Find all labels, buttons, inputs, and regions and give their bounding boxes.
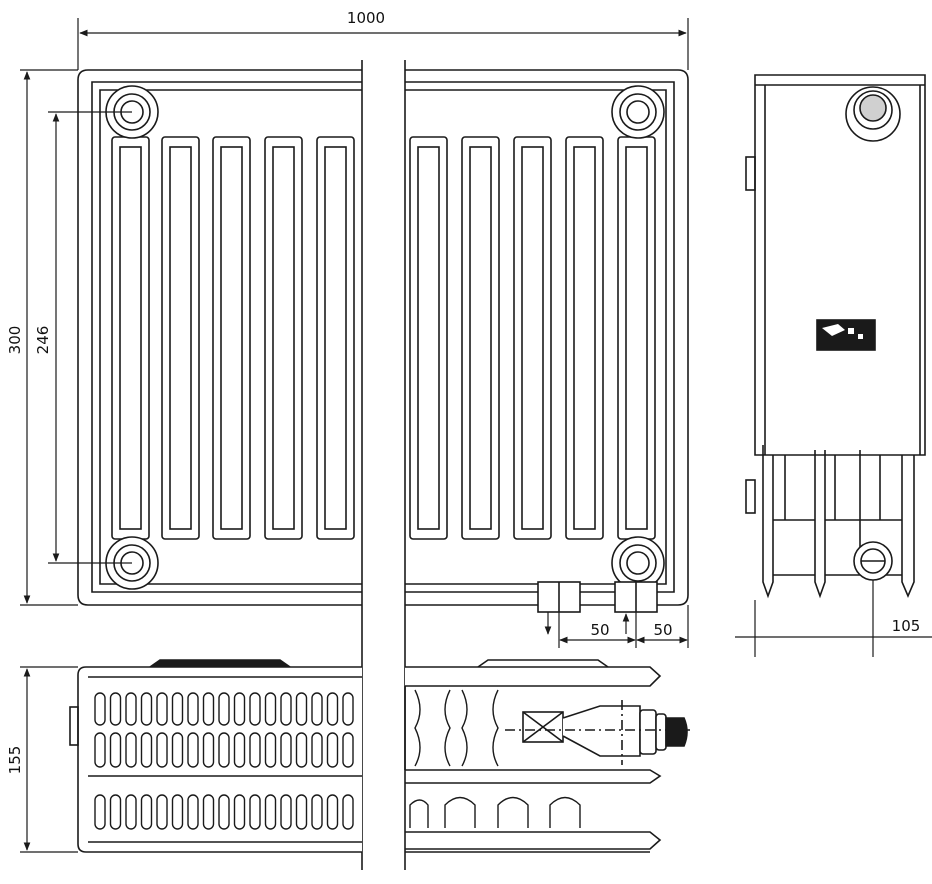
dimension-width-label: 1000 (347, 9, 385, 27)
grille-slot (280, 692, 292, 726)
grille-slot (202, 732, 215, 768)
grille-slot (280, 732, 292, 768)
grille-slot (218, 732, 230, 768)
grille-slot (156, 692, 168, 726)
dimension-axis-spacing (48, 111, 132, 564)
grille-slot (140, 794, 153, 830)
grille-slot (342, 732, 354, 768)
grille-slot (156, 794, 168, 830)
grille-slot (171, 692, 184, 726)
top-view-slots-upper (94, 692, 354, 768)
break-lines (361, 60, 406, 870)
grille-slot (342, 692, 354, 726)
grille-slot (233, 692, 246, 726)
grille-slot (94, 692, 106, 726)
dimension-connection-left-label: 50 (590, 621, 609, 639)
dimension-axis-spacing-label: 246 (34, 326, 52, 355)
grille-slot (233, 732, 246, 768)
grille-slot (202, 692, 215, 726)
dimension-wall-distance (735, 580, 932, 657)
grille-slot (218, 794, 230, 830)
grille-slot (295, 794, 308, 830)
grille-slot (202, 794, 215, 830)
front-view (77, 69, 689, 613)
grille-slot (125, 794, 137, 830)
dimension-depth-label: 155 (6, 746, 24, 775)
connection-boss-bottom-right (611, 536, 665, 590)
grille-slot (326, 794, 339, 830)
grille-slot (264, 794, 277, 830)
grille-slot (156, 732, 168, 768)
grille-slot (125, 732, 137, 768)
grille-slot (233, 794, 246, 830)
grille-slot (218, 692, 230, 726)
top-view-fins-right (409, 689, 581, 828)
grille-slot (311, 794, 323, 830)
grille-slot (171, 732, 184, 768)
grille-slot (342, 794, 354, 830)
top-view-slots-lower (94, 794, 354, 830)
grille-slot (140, 692, 153, 726)
grille-slot (109, 732, 122, 768)
side-view (745, 74, 926, 599)
grille-slot (249, 732, 261, 768)
grille-slot (140, 732, 153, 768)
front-channels-right (409, 136, 656, 540)
grille-slot (249, 692, 261, 726)
grille-slot (295, 692, 308, 726)
grille-slot (109, 794, 122, 830)
grille-slot (326, 692, 339, 726)
grille-slot (295, 732, 308, 768)
grille-slot (187, 692, 199, 726)
grille-slot (187, 794, 199, 830)
grille-slot (94, 794, 106, 830)
grille-slot (280, 794, 292, 830)
grille-slot (171, 794, 184, 830)
dimension-connection-right-label: 50 (653, 621, 672, 639)
dimension-connections (544, 605, 689, 648)
grille-slot (264, 692, 277, 726)
grille-slot (264, 732, 277, 768)
grille-slot (311, 732, 323, 768)
dimension-wall-distance-label: 105 (892, 617, 921, 635)
grille-slot (109, 692, 122, 726)
dimension-width (77, 18, 689, 70)
grille-slot (249, 794, 261, 830)
grille-slot (125, 692, 137, 726)
dimension-depth (20, 666, 78, 853)
dimension-height-label: 300 (6, 326, 24, 355)
grille-slot (94, 732, 106, 768)
grille-slot (311, 692, 323, 726)
grille-slot (187, 732, 199, 768)
connection-boss-top-right (611, 85, 665, 139)
grille-slot (326, 732, 339, 768)
dimension-height (20, 69, 78, 606)
